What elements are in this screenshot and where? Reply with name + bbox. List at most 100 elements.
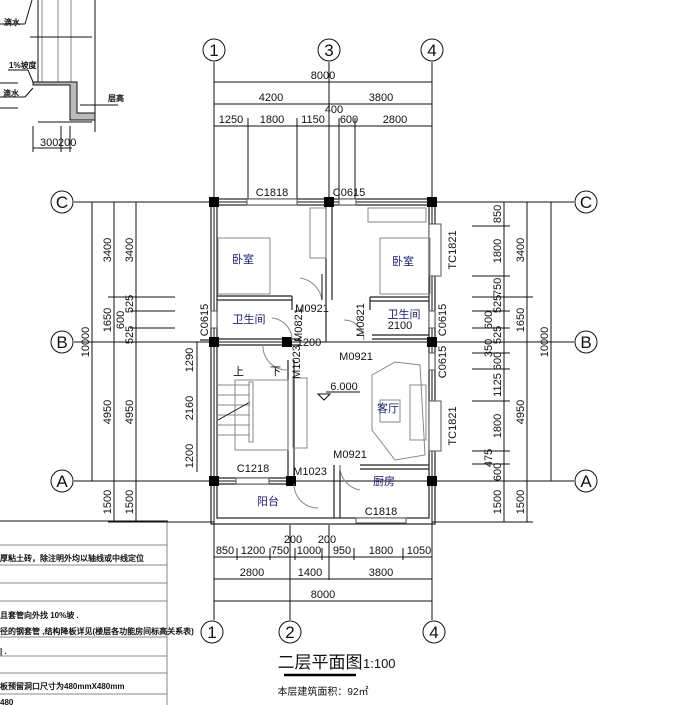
dim-bottom-sub: 1800 (369, 545, 393, 557)
window-label: C1218 (237, 463, 269, 475)
axis-bubble-2-bottom: 2 (278, 620, 302, 644)
dim-stair: 1200 (184, 444, 196, 468)
dim-top-sub: 600 (340, 114, 358, 126)
dim-bottom-sub: 1200 (241, 545, 265, 557)
dim-right-inner: 600 (483, 311, 495, 329)
axis-bubble-B-right: B (574, 330, 598, 354)
dim-bottom-sub: 1050 (407, 545, 431, 557)
dim-bottom-total: 8000 (311, 589, 335, 601)
axis-bubble-4-top: 4 (420, 38, 444, 62)
stairs (217, 384, 251, 436)
dim-bottom: 1400 (298, 567, 322, 579)
dim-top: 3800 (369, 92, 393, 104)
door-label: M0821 (293, 308, 305, 342)
left-dimensions: 10000 3400 1650 4950 1500 3400 525 600 5… (80, 202, 214, 523)
note-line: 厚粘土砖，除注明外均以轴线或中线定位 (0, 553, 144, 563)
svg-text:1: 1 (207, 623, 216, 642)
room-balcony: 阳台 (257, 494, 279, 508)
dim-top: 4200 (259, 92, 283, 104)
dim-right-inner: 1800 (492, 239, 504, 263)
svg-text:A: A (580, 472, 592, 491)
svg-text:4: 4 (427, 41, 436, 60)
dim-right-inner: 600 (492, 352, 504, 370)
dim-bottom-sub: 850 (216, 545, 234, 557)
axis-bubble-3-top: 3 (317, 38, 341, 62)
dim-right-inner: 1800 (492, 414, 504, 438)
dim-left: 1500 (102, 490, 114, 514)
dim-left-inner: 4950 (124, 400, 136, 424)
axis-bubble-C-left: C (50, 190, 74, 214)
door-label: M0921 (339, 351, 373, 363)
sofa-set (371, 361, 426, 461)
bed-right (379, 237, 431, 295)
svg-text:1: 1 (209, 41, 218, 60)
dim-left-total: 10000 (80, 327, 92, 358)
door-label: M0921 (333, 449, 367, 461)
detail-label-drip: 滴水 (4, 17, 21, 27)
dim-right-inner: 1125 (492, 373, 504, 397)
top-dimensions: 8000 4200 3800 1250 1800 1150 400 600 28… (214, 70, 432, 200)
bed-left (217, 237, 271, 295)
notes-table: 厚粘土砖，除注明外均以轴线或中线定位 且套管向外找 10%坡 . 径的钢套管 ,… (0, 520, 194, 705)
window-label: C1818 (365, 506, 397, 518)
detail-dim: 300 (40, 137, 58, 149)
dim-top-sub: 2800 (383, 114, 407, 126)
dim-bottom-sub: 1000 (297, 545, 321, 557)
door-label: M0821 (355, 303, 367, 337)
room-bath-right: 卫生间 (388, 307, 421, 321)
window-label: C0615 (437, 304, 449, 336)
svg-text:B: B (580, 333, 591, 352)
svg-text:C: C (580, 193, 592, 212)
dim-right: 1650 (515, 308, 527, 332)
svg-text:C: C (56, 193, 68, 212)
dim-left: 1650 (102, 308, 114, 332)
dim-right-total: 10000 (539, 327, 551, 358)
dim-right-inner: 600 (492, 463, 504, 481)
svg-text:B: B (56, 333, 67, 352)
stair-down-label: 下 (270, 366, 281, 378)
dim-top-sub: 400 (325, 104, 343, 116)
bath-dim: 2100 (388, 320, 412, 332)
svg-text:4: 4 (429, 623, 438, 642)
axis-bubble-A-right: A (574, 469, 598, 493)
dim-right-inner: 1500 (492, 490, 504, 514)
floor-area-note: 本层建筑面积：92㎡ (277, 685, 368, 698)
svg-text:3: 3 (324, 41, 333, 60)
stair-up-label: 上 (233, 365, 244, 378)
dim-left-inner: 3400 (124, 238, 136, 262)
wardrobe (309, 207, 327, 259)
dim-right: 4950 (515, 400, 527, 424)
window-label: C0615 (437, 346, 449, 378)
dim-right-inner: 525 (492, 295, 504, 313)
detail-label-drip-2: 滴水 (3, 88, 20, 98)
window-label: C0615 (333, 187, 365, 199)
note-line: 径的钢套管 ,结构降板详见(楼层各功能房间标高关系表) (0, 626, 194, 636)
dim-top-sub: 1800 (260, 114, 284, 126)
svg-text:A: A (56, 472, 68, 491)
note-line: 480 (0, 698, 14, 705)
dim-left-inner: 600 (115, 311, 127, 329)
detail-dim: 200 (58, 137, 76, 149)
dim-bottom: 3800 (369, 567, 393, 579)
note-line: 且套管向外找 10%坡 . (0, 610, 79, 620)
elevation-value: 6.000 (330, 381, 358, 393)
elevation-marker (316, 391, 360, 401)
dim-stair: 2160 (184, 396, 196, 420)
dim-right-inner: 475 (483, 449, 495, 467)
axis-bubble-B-left: B (50, 330, 74, 354)
axis-bubble-A-left: A (50, 469, 74, 493)
note-line: 板预留洞口尺寸为480mmX480mm (0, 681, 124, 691)
furniture (217, 207, 431, 461)
door-label: M0921 (295, 303, 329, 315)
drawing-title: 二层平面图 (278, 653, 363, 672)
door-label: M1023 (293, 466, 327, 478)
room-bedroom-right: 卧室 (392, 254, 414, 268)
right-dimensions: 850 1800 750 525 600 525 350 600 1125 18… (432, 202, 552, 523)
dim-bottom: 2800 (240, 567, 264, 579)
axis-bubble-4-bottom: 4 (422, 620, 446, 644)
dim-top-sub: 1150 (301, 114, 325, 126)
dim-right-inner: 850 (492, 205, 504, 223)
dim-stair: 1290 (184, 348, 196, 372)
svg-text:2: 2 (285, 623, 294, 642)
